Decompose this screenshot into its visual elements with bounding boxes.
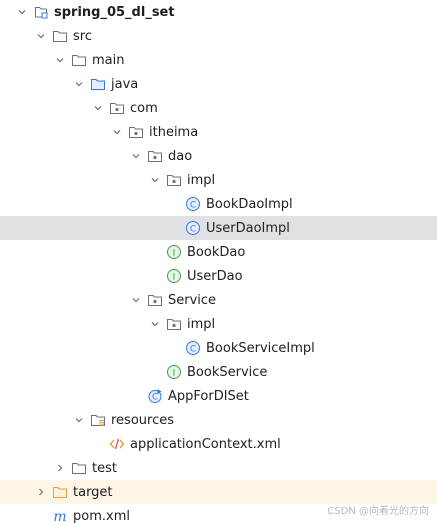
tree-node[interactable]: Service xyxy=(0,288,437,312)
tree-node-label: BookDao xyxy=(187,244,246,260)
tree-node[interactable]: C BookDaoImpl xyxy=(0,192,437,216)
resources-folder-icon xyxy=(90,412,106,428)
chevron-spacer xyxy=(128,388,144,404)
chevron-spacer xyxy=(147,364,163,380)
tree-node[interactable]: I BookService xyxy=(0,360,437,384)
tree-node-label: impl xyxy=(187,316,216,332)
tree-node-label: java xyxy=(111,76,139,92)
svg-text:C: C xyxy=(152,393,158,403)
tree-node[interactable]: com xyxy=(0,96,437,120)
tree-node[interactable]: spring_05_dl_set xyxy=(0,0,437,24)
tree-node[interactable]: dao xyxy=(0,144,437,168)
tree-node-label: Service xyxy=(168,292,217,308)
class-icon: C xyxy=(185,220,201,236)
tree-node-label: itheima xyxy=(149,124,199,140)
chevron-spacer xyxy=(147,268,163,284)
tree-node-label: impl xyxy=(187,172,216,188)
package-icon xyxy=(147,148,163,164)
tree-node-label: src xyxy=(73,28,92,44)
chevron-right-icon[interactable] xyxy=(33,484,49,500)
tree-node[interactable]: itheima xyxy=(0,120,437,144)
chevron-down-icon[interactable] xyxy=(14,4,30,20)
svg-text:I: I xyxy=(173,368,176,378)
tree-node[interactable]: java xyxy=(0,72,437,96)
chevron-down-icon[interactable] xyxy=(147,316,163,332)
tree-node-label: target xyxy=(73,484,113,500)
svg-text:C: C xyxy=(190,344,196,354)
folder-icon xyxy=(52,28,68,44)
svg-text:C: C xyxy=(190,224,196,234)
tree-node[interactable]: m pom.xml xyxy=(0,504,437,523)
chevron-spacer xyxy=(147,244,163,260)
chevron-down-icon[interactable] xyxy=(128,292,144,308)
package-icon xyxy=(109,100,125,116)
tree-node-label: main xyxy=(92,52,125,68)
tree-node-label: pom.xml xyxy=(73,508,130,523)
tree-node[interactable]: applicationContext.xml xyxy=(0,432,437,456)
class-icon: C xyxy=(185,196,201,212)
tree-node-label: BookService xyxy=(187,364,268,380)
tree-node-label: spring_05_dl_set xyxy=(54,4,175,20)
chevron-down-icon[interactable] xyxy=(90,100,106,116)
tree-node-label: applicationContext.xml xyxy=(130,436,281,452)
package-icon xyxy=(147,292,163,308)
tree-node[interactable]: main xyxy=(0,48,437,72)
svg-text:m: m xyxy=(53,509,66,523)
chevron-down-icon[interactable] xyxy=(128,148,144,164)
xml-file-icon xyxy=(109,436,125,452)
package-icon xyxy=(166,172,182,188)
svg-text:I: I xyxy=(173,248,176,258)
tree-node[interactable]: I BookDao xyxy=(0,240,437,264)
chevron-spacer xyxy=(166,196,182,212)
chevron-down-icon[interactable] xyxy=(33,28,49,44)
package-icon xyxy=(166,316,182,332)
tree-node-label: UserDaoImpl xyxy=(206,220,290,236)
interface-icon: I xyxy=(166,268,182,284)
package-icon xyxy=(128,124,144,140)
tree-node[interactable]: resources xyxy=(0,408,437,432)
tree-node[interactable]: test xyxy=(0,456,437,480)
tree-node[interactable]: target xyxy=(0,480,437,504)
svg-text:C: C xyxy=(190,200,196,210)
maven-file-icon: m xyxy=(52,508,68,523)
tree-node[interactable]: src xyxy=(0,24,437,48)
chevron-down-icon[interactable] xyxy=(71,412,87,428)
chevron-spacer xyxy=(166,220,182,236)
source-root-folder-icon xyxy=(90,76,106,92)
tree-node[interactable]: impl xyxy=(0,312,437,336)
tree-node[interactable]: C BookServiceImpl xyxy=(0,336,437,360)
tree-node-label: dao xyxy=(168,148,193,164)
tree-node-label: resources xyxy=(111,412,175,428)
interface-icon: I xyxy=(166,244,182,260)
tree-node[interactable]: C UserDaoImpl xyxy=(0,216,437,240)
module-icon xyxy=(33,4,49,20)
tree-node[interactable]: I UserDao xyxy=(0,264,437,288)
chevron-spacer xyxy=(166,340,182,356)
tree-node-label: com xyxy=(130,100,158,116)
tree-node[interactable]: impl xyxy=(0,168,437,192)
tree-node-label: BookDaoImpl xyxy=(206,196,293,212)
chevron-spacer xyxy=(33,508,49,523)
excluded-folder-icon xyxy=(52,484,68,500)
chevron-right-icon[interactable] xyxy=(52,460,68,476)
chevron-down-icon[interactable] xyxy=(109,124,125,140)
chevron-spacer xyxy=(90,436,106,452)
tree-node-label: AppForDISet xyxy=(168,388,249,404)
svg-text:I: I xyxy=(173,272,176,282)
main-class-icon: C xyxy=(147,388,163,404)
tree-node-label: BookServiceImpl xyxy=(206,340,315,356)
interface-icon: I xyxy=(166,364,182,380)
chevron-down-icon[interactable] xyxy=(147,172,163,188)
chevron-down-icon[interactable] xyxy=(52,52,68,68)
class-icon: C xyxy=(185,340,201,356)
watermark: CSDN @向着光的方向 xyxy=(327,506,429,517)
tree-node-label: UserDao xyxy=(187,268,243,284)
folder-icon xyxy=(71,52,87,68)
folder-icon xyxy=(71,460,87,476)
tree-node-label: test xyxy=(92,460,117,476)
chevron-down-icon[interactable] xyxy=(71,76,87,92)
tree-node[interactable]: C AppForDISet xyxy=(0,384,437,408)
